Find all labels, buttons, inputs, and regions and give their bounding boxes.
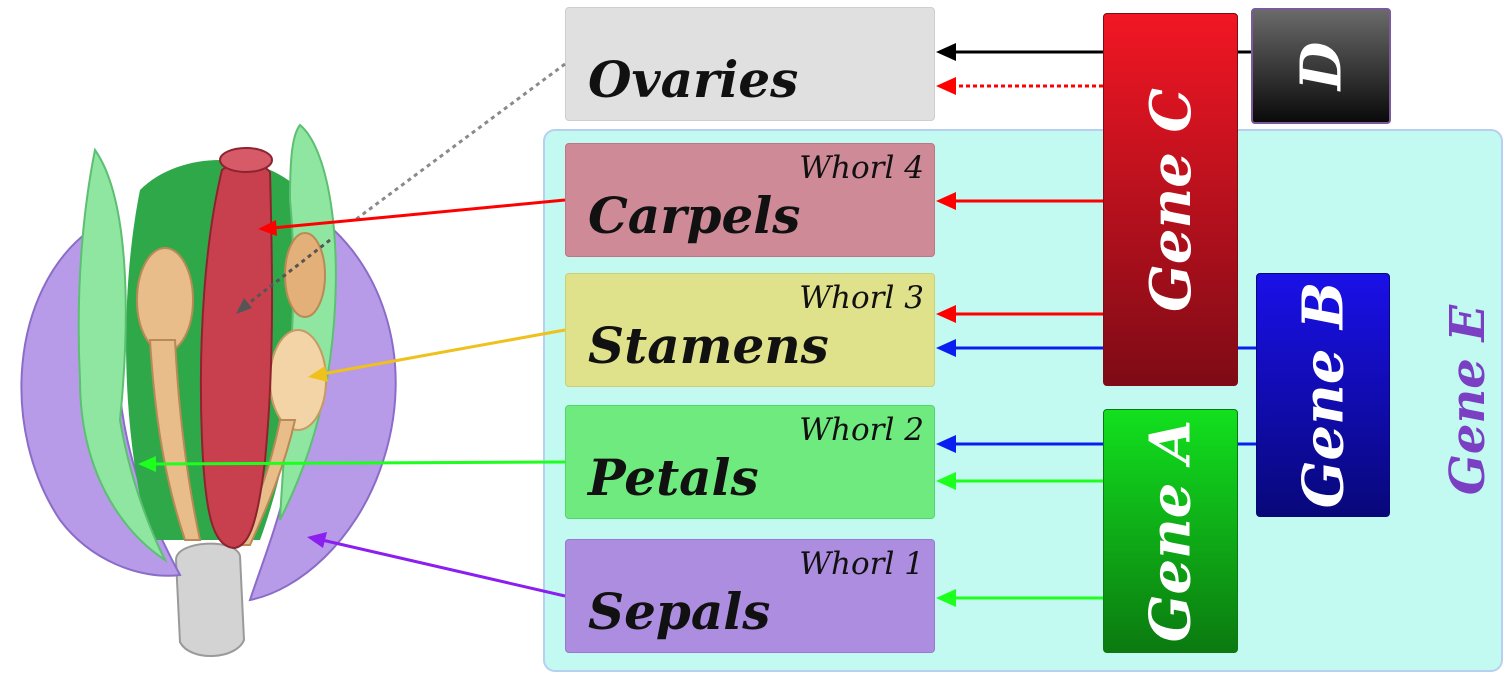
whorl-2-label: Whorl 2 [799,412,924,448]
sepals-box: Whorl 1 Sepals [565,539,935,653]
stamens-label: Stamens [588,316,829,375]
stamen-anther-1 [136,247,194,353]
sepals-label: Sepals [588,582,771,641]
carpels-label: Carpels [588,186,801,245]
whorl-4-label: Whorl 4 [799,150,924,186]
whorl-3-label: Whorl 3 [799,280,924,316]
carpels-arrow [271,198,566,230]
stamen-anther-2 [269,329,327,431]
petals-label: Petals [588,448,759,507]
carpels-box: Whorl 4 Carpels [565,143,935,257]
c-stamens-arrowhead [936,305,956,323]
gene-b-label: Gene B [1290,281,1356,509]
petal-left [77,147,168,563]
petals-box: Whorl 2 Petals [565,405,935,519]
carpels-arrowhead [258,220,277,236]
ovaries-leader-arrowhead [236,298,252,314]
c-carpels-arrowhead [936,192,956,210]
d-ovaries-arrowhead [936,43,956,61]
ovaries-leader-inner [239,238,331,312]
flower-illustration [20,123,397,657]
stigma [219,147,273,173]
gene-c-label: Gene C [1137,87,1204,312]
stamen-anther-3 [284,232,326,318]
flower-stem [174,542,246,657]
stamens-box: Whorl 3 Stamens [565,273,935,387]
petals-arrowhead [138,456,156,472]
gene-d-label: D [1288,41,1354,91]
a-sepals-arrowhead [936,589,956,607]
b-stamens-arrowhead [936,339,956,357]
sepals-arrowhead [307,532,327,548]
ovaries-label: Ovaries [588,50,799,109]
gene-a-box: Gene A [1103,409,1238,653]
gene-c-box: Gene C [1103,13,1238,386]
a-petals-arrowhead [936,472,956,490]
stamen-filament-2 [233,419,297,546]
gene-d-box: D [1251,8,1391,124]
stamens-arrowhead [308,366,328,382]
sepals-arrow [321,538,566,598]
whorl-1-label: Whorl 1 [799,546,924,582]
petals-arrow [151,460,566,466]
ovaries-leader [354,62,566,222]
carpel [199,161,274,550]
gene-b-box: Gene B [1256,273,1390,517]
stamen-filament-1 [148,339,202,541]
stamens-arrow [321,328,566,376]
c-ovaries-arrowhead [936,77,956,95]
b-petals-arrowhead [936,435,956,453]
gene-a-label: Gene A [1137,419,1204,643]
ovaries-box: Ovaries [565,7,935,121]
